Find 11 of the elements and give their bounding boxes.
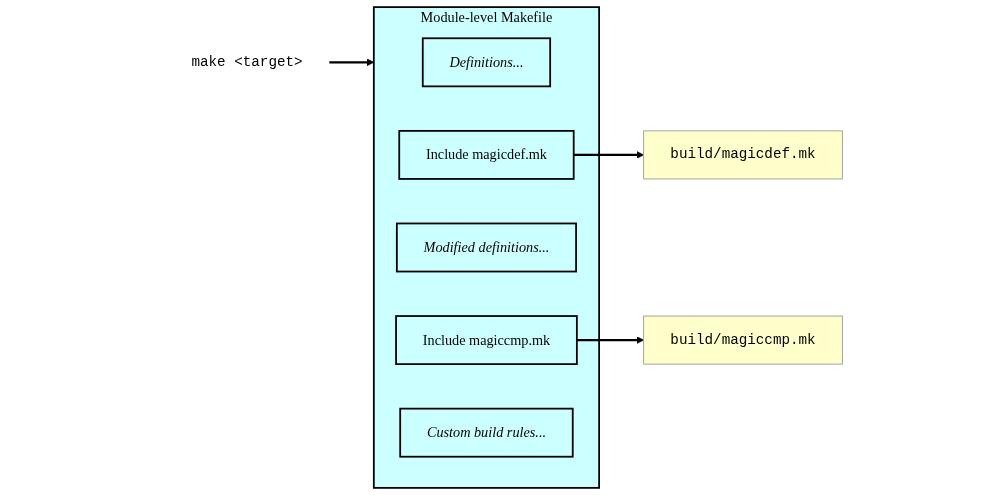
node-box: Custom build rules... — [399, 407, 574, 458]
node-box: Include magiccmp.mk — [395, 315, 578, 365]
node-box: Modified definitions... — [395, 222, 577, 273]
node-box: Include magicdef.mk — [398, 130, 575, 180]
node-box: Definitions... — [421, 37, 551, 88]
node-box: build/magiccmp.mk — [643, 315, 843, 365]
node-text: make <target> — [191, 54, 303, 71]
arrow — [329, 58, 375, 67]
node-box: build/magicdef.mk — [643, 130, 843, 180]
arrow — [573, 151, 644, 159]
arrow — [576, 336, 644, 344]
